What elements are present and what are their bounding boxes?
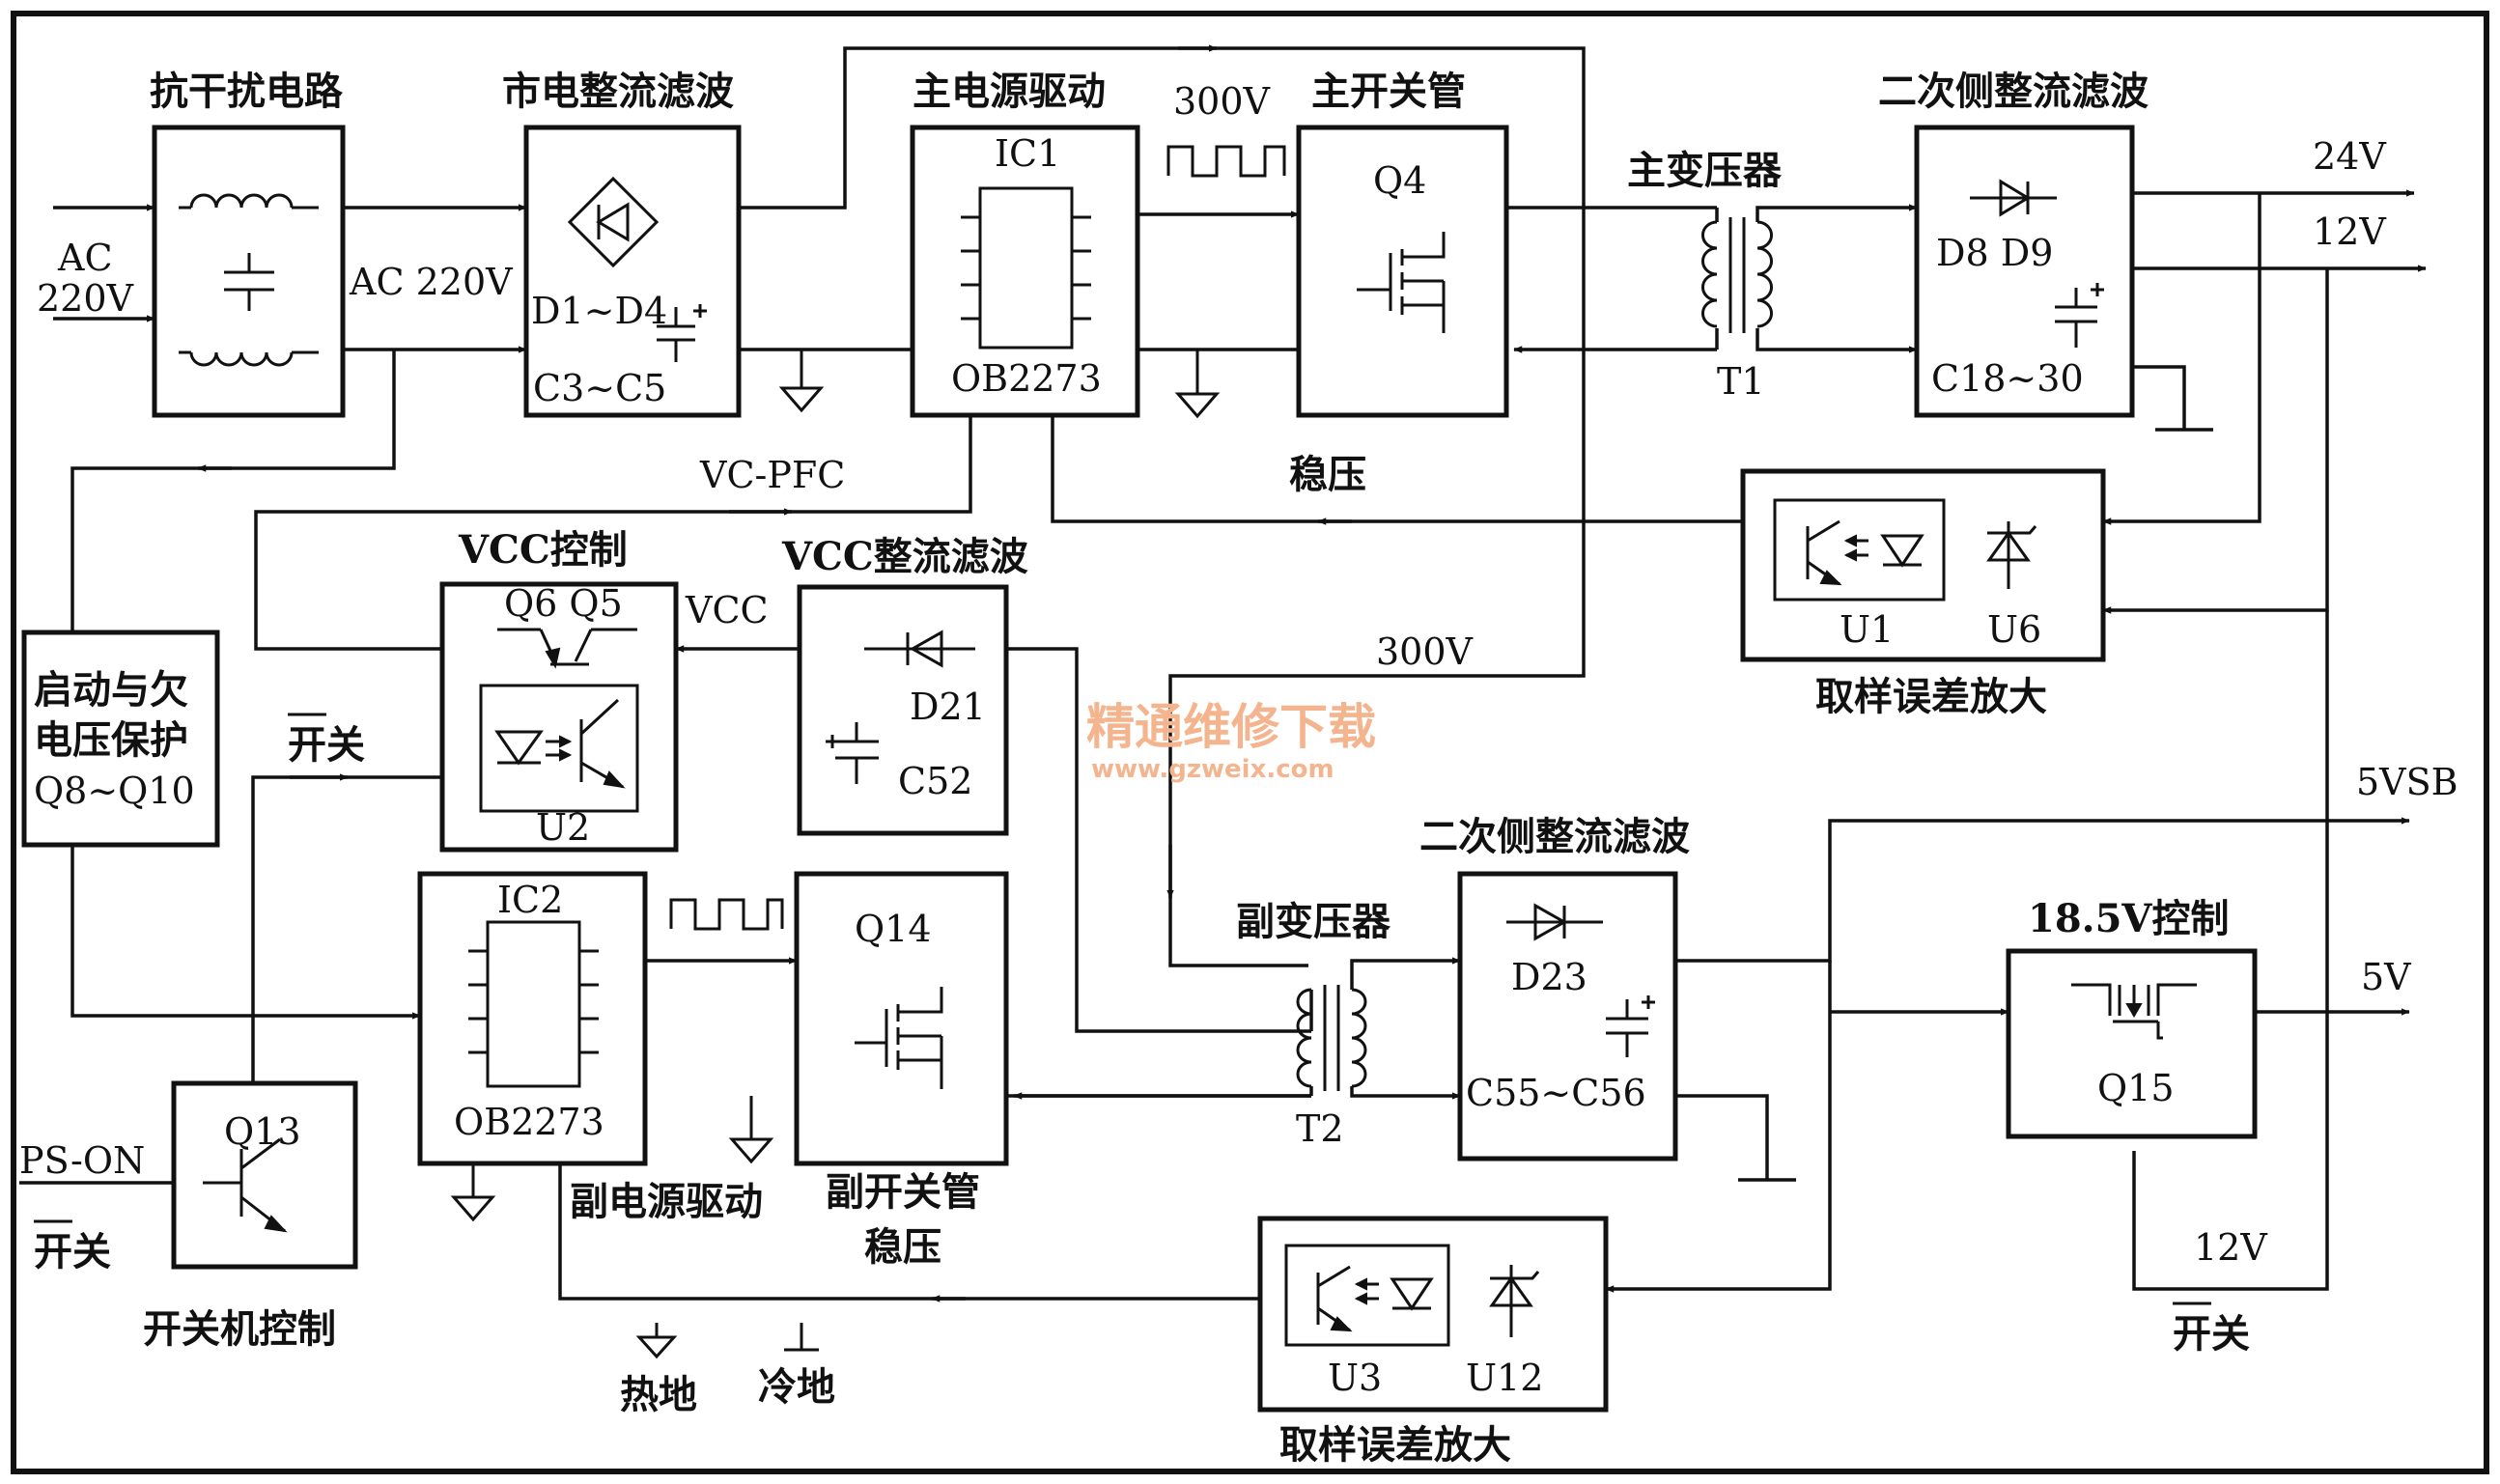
diagram-frame (11, 11, 2489, 1474)
main-driver-ic-label: IC1 (995, 132, 1060, 175)
vcc-rectifier-block (797, 584, 1009, 836)
vcc-control-title: VCC控制 (458, 527, 628, 573)
main-switch-title: 主开关管 (1311, 69, 1466, 114)
secondary-main-diodes: D8 D9 (1936, 232, 2053, 274)
sampling-main-opto: U1 (1840, 608, 1894, 651)
sampling-aux-ref: U12 (1466, 1357, 1543, 1399)
secondary-main-title: 二次侧整流滤波 (1878, 69, 2149, 114)
hot-ground-icon (778, 350, 825, 413)
watermark-url: www.gzweix.com (1091, 755, 1334, 784)
vcc-control-block (439, 581, 679, 853)
hot-ground-legend-icon (635, 1323, 678, 1359)
main-driver-chip: OB2273 (951, 357, 1102, 400)
regulate-label: 稳压 (1289, 452, 1366, 497)
sampling-main-ref: U6 (1987, 608, 2041, 651)
sampling-aux-block (1257, 1216, 1609, 1413)
output-24v-label: 24V (2313, 135, 2386, 178)
rectifier-diode-label: D1~D4 (531, 290, 667, 332)
vcc-rectifier-title: VCC整流滤波 (781, 534, 1028, 579)
power-switch-block (171, 1080, 358, 1270)
vcc-control-transistors: Q6 Q5 (504, 582, 623, 625)
main-switch-block (1296, 125, 1509, 418)
main-switch-label: Q4 (1373, 159, 1426, 202)
aux-switch-title-2: 稳压 (864, 1224, 941, 1270)
hv-300-label: 300V (1376, 630, 1474, 673)
main-transformer-icon (1701, 217, 1773, 333)
startup-line2: 电压保护 (34, 717, 188, 763)
pwm-waveform-icon (1166, 145, 1286, 178)
sampling-main-title: 取样误差放大 (1815, 674, 2047, 719)
sampling-main-block (1740, 468, 2106, 662)
aux-transformer-icon (1296, 985, 1367, 1091)
startup-line1: 启动与欠 (34, 667, 188, 713)
hot-ground-icon (728, 1096, 774, 1164)
vcc-label: VCC (685, 589, 769, 631)
cold-ground-legend-icon (784, 1323, 819, 1352)
aux-transformer-label: T2 (1296, 1107, 1344, 1150)
power-switch-title: 开关机控制 (143, 1306, 336, 1352)
hot-ground-icon (450, 1163, 496, 1222)
startup-block (21, 630, 220, 848)
aux-switch-label: Q14 (855, 908, 932, 950)
emi-filter-block (152, 125, 346, 418)
watermark-text: 精通维修下载 (1086, 699, 1376, 755)
control-185-title: 18.5V控制 (2028, 896, 2229, 941)
secondary-aux-title: 二次侧整流滤波 (1419, 814, 1690, 859)
emi-title: 抗干扰电路 (150, 69, 344, 114)
aux-driver-ic-label: IC2 (497, 879, 563, 921)
legend-hot-ground: 热地 (620, 1372, 697, 1417)
ps-on-label: PS-ON (19, 1139, 145, 1182)
aux-switch-block (794, 871, 1009, 1166)
control-185-block (2006, 948, 2258, 1139)
rectifier-block (523, 125, 742, 418)
switch-label-a: 开关 (288, 722, 365, 768)
secondary-aux-block (1457, 871, 1678, 1162)
wires (19, 44, 2427, 1302)
aux-driver-block (417, 871, 648, 1166)
control-185-label: Q15 (2097, 1067, 2175, 1109)
secondary-aux-caps: C55~C56 (1466, 1072, 1646, 1114)
output-12v-label: 12V (2313, 210, 2386, 253)
aux-driver-chip: OB2273 (454, 1101, 604, 1143)
switch-label-c: 开关 (2173, 1311, 2250, 1357)
aux-transformer-title: 副变压器 (1236, 899, 1391, 944)
pwm-waveform-icon (669, 898, 784, 931)
ground-symbols (450, 350, 1221, 1222)
vcc-control-opto: U2 (536, 806, 590, 849)
power-switch-label: Q13 (224, 1110, 301, 1153)
secondary-main-block (1914, 125, 2135, 418)
ac-mid-label: AC 220V (349, 261, 513, 303)
pwm-voltage-label: 300V (1173, 80, 1271, 123)
startup-line3: Q8~Q10 (34, 770, 195, 812)
vc-pfc-label: VC-PFC (699, 454, 845, 496)
legend-cold-ground: 冷地 (758, 1364, 835, 1410)
ac-input-voltage: 220V (37, 277, 134, 320)
sampling-aux-title: 取样误差放大 (1279, 1422, 1511, 1468)
output-5v-label: 5V (2361, 956, 2411, 998)
main-driver-title: 主电源驱动 (913, 69, 1106, 114)
vcc-rectifier-cap: C52 (898, 760, 972, 802)
aux-switch-title-1: 副开关管 (826, 1169, 980, 1215)
sampling-aux-opto: U3 (1328, 1357, 1382, 1399)
rectifier-title: 市电整流滤波 (502, 69, 734, 114)
main-transformer-label: T1 (1717, 360, 1765, 403)
rectifier-cap-label: C3~C5 (533, 367, 666, 409)
vcc-rectifier-diode: D21 (910, 686, 986, 728)
main-transformer-title: 主变压器 (1627, 148, 1783, 193)
aux-driver-title: 副电源驱动 (570, 1179, 763, 1224)
secondary-main-caps: C18~30 (1931, 357, 2084, 400)
secondary-aux-diode: D23 (1511, 956, 1587, 998)
hot-ground-icon (1174, 350, 1221, 419)
main-driver-block (910, 125, 1140, 418)
loop-12v-label: 12V (2194, 1226, 2267, 1269)
ac-input-label: AC (57, 237, 113, 279)
output-5vsb-label: 5VSB (2356, 761, 2458, 803)
switch-label-b: 开关 (34, 1229, 111, 1274)
